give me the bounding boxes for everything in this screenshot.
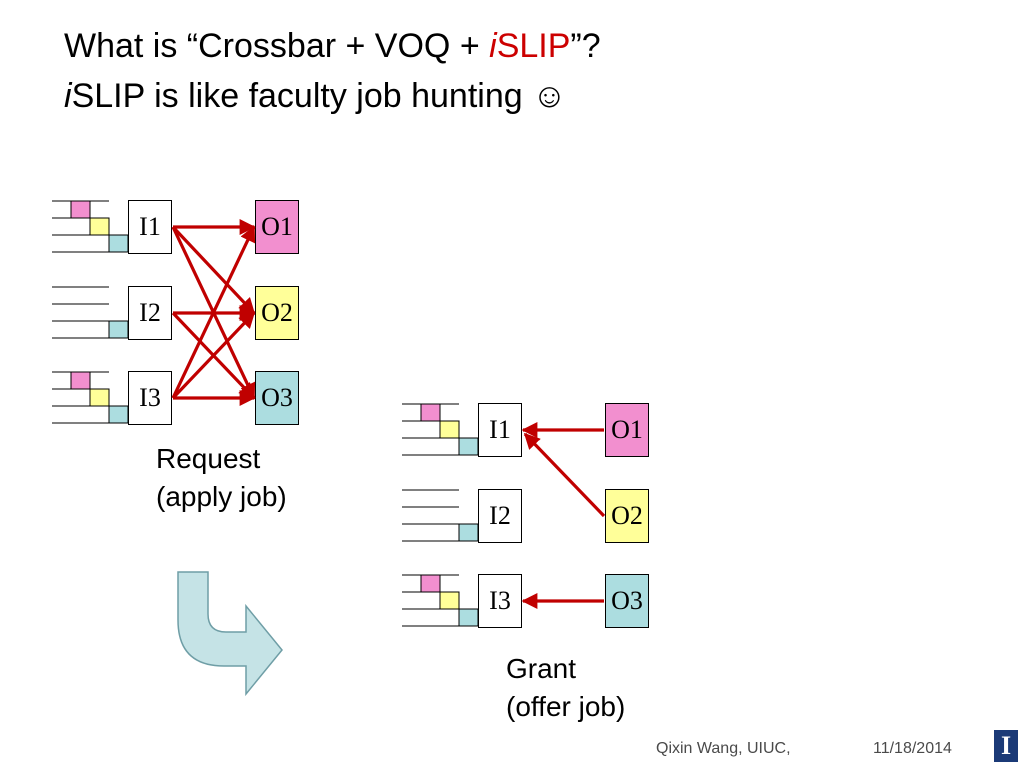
grant-voq-i3 [402,574,479,627]
grant-output-o2: O2 [605,489,649,543]
request-voq-i2 [52,286,129,339]
subtitle-islip-i: i [64,77,72,115]
request-edge-i1-o2 [171,225,256,315]
subtitle-text: SLIP is like faculty job hunting ☺ [71,77,567,115]
grant-input-i1: I1 [478,403,522,457]
request-voq-i1 [52,200,129,253]
request-caption-line-1: Request [156,443,261,474]
title-islip-slip: SLIP [496,27,571,65]
grant-output-o3: O3 [605,574,649,628]
grant-edge-o2-i1 [523,432,606,518]
slide-title-line-2: iSLIP is like faculty job hunting ☺ [64,76,567,116]
footer-author: Qixin Wang, UIUC, [656,740,791,757]
request-output-o1: O1 [255,200,299,254]
footer-date: 11/18/2014 [873,740,952,757]
grant-output-o1: O1 [605,403,649,457]
request-input-i1: I1 [128,200,172,254]
grant-input-i3: I3 [478,574,522,628]
university-logo-icon: I [994,730,1018,762]
request-caption-line-2: (apply job) [156,481,287,512]
grant-caption: Grant (offer job) [506,650,625,726]
grant-voq-i2 [402,489,479,542]
slide-title-line-1: What is “Crossbar + VOQ + iSLIP”? [64,26,601,66]
grant-voq-i1 [402,403,479,456]
request-edge-i3-o2 [171,311,256,400]
request-caption: Request (apply job) [156,440,287,516]
request-output-o3: O3 [255,371,299,425]
grant-caption-line-2: (offer job) [506,691,626,722]
title-suffix: ”? [570,27,601,65]
request-output-o2: O2 [255,286,299,340]
grant-caption-line-1: Grant [506,653,577,684]
grant-input-i2: I2 [478,489,522,543]
request-edge-i3-o1 [171,225,256,399]
request-input-i2: I2 [128,286,172,340]
title-text: What is “Crossbar + VOQ + [64,27,490,65]
title-islip-i: i [489,27,497,65]
request-input-i3: I3 [128,371,172,425]
